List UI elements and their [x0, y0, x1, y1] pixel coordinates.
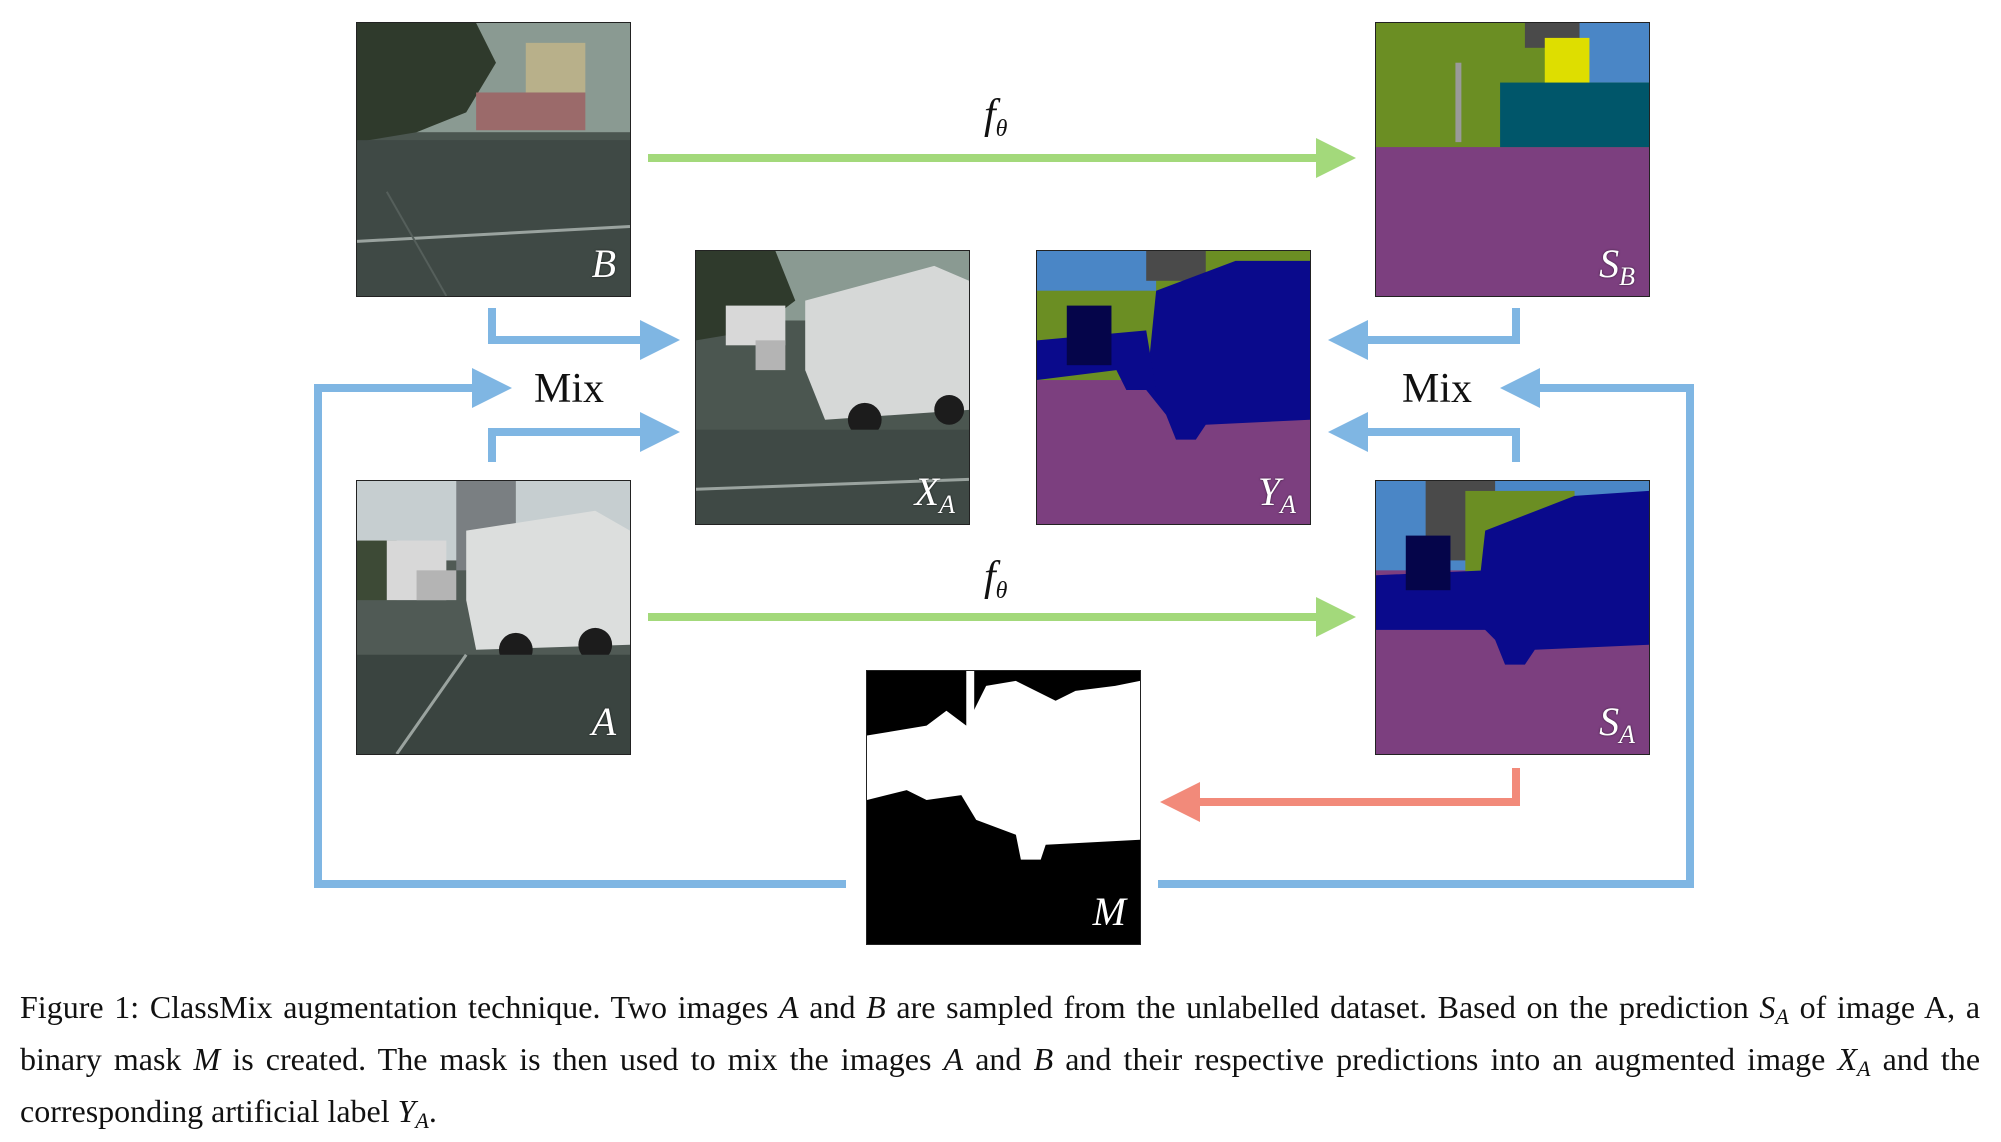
arrows-layer	[314, 138, 1694, 888]
label-ya-label: YA	[1257, 469, 1296, 519]
mask-m-label: M	[1092, 889, 1126, 934]
arrow-b-to-sb	[648, 138, 1356, 178]
prediction-sb-segmentation	[1376, 23, 1649, 296]
arrow-b-to-xa	[488, 308, 680, 360]
prediction-sa-label: SA	[1599, 699, 1635, 749]
arrow-sb-to-ya	[1328, 308, 1520, 360]
image-a-photo	[357, 481, 630, 754]
mask-m-panel: M	[866, 670, 1141, 945]
arrow-sa-to-ya	[1328, 412, 1520, 462]
mix-label-left: Mix	[534, 366, 605, 412]
label-ya-panel: YA	[1036, 250, 1311, 525]
image-xa-photo	[696, 251, 969, 524]
f-theta-label-top: fθ	[984, 92, 1008, 142]
image-xa-panel: XA	[695, 250, 970, 525]
mask-m-image	[867, 671, 1140, 944]
arrow-a-to-xa	[488, 412, 680, 462]
arrow-a-to-sa	[648, 597, 1356, 637]
figure-caption: Figure 1: ClassMix augmentation techniqu…	[20, 989, 1981, 1133]
image-a-panel: A	[356, 480, 631, 755]
f-theta-label-bottom: fθ	[984, 554, 1008, 604]
label-ya-segmentation	[1037, 251, 1310, 524]
figure: Mix Mix fθ fθ B	[20, 22, 1980, 1133]
arrow-m-to-mix-right	[1158, 368, 1694, 888]
image-xa-label: XA	[914, 469, 955, 519]
image-b-panel: B	[356, 22, 631, 297]
prediction-sb-label: SB	[1599, 241, 1635, 291]
prediction-sb-panel: SB	[1375, 22, 1650, 297]
image-b-photo	[357, 23, 630, 296]
mix-label-right: Mix	[1402, 366, 1473, 412]
arrow-m-to-mix-left	[314, 368, 846, 888]
prediction-sa-segmentation	[1376, 481, 1649, 754]
prediction-sa-panel: SA	[1375, 480, 1650, 755]
image-b-label: B	[591, 241, 616, 286]
image-a-label: A	[591, 699, 616, 744]
arrow-sa-to-m	[1160, 768, 1520, 822]
